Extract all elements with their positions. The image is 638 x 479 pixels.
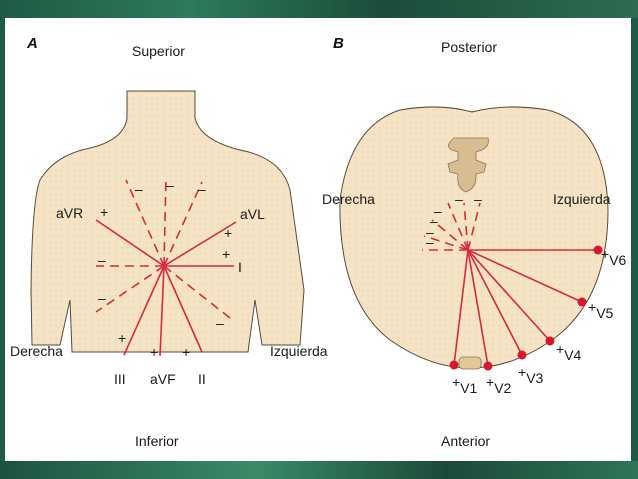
electrode-v5 [577,297,587,307]
minus-sign: – [434,203,442,219]
lead-label-v2: +V2 [486,374,512,396]
minus-sign: – [98,290,106,306]
electrode-v6 [593,245,603,255]
lead-label-iii: III [114,371,126,387]
plus-sign: + [222,246,230,262]
panel-a-right-label: Izquierda [270,343,328,359]
lead-line-ii-neg [125,179,165,267]
plus-sign: + [100,204,108,220]
lead-label-i: I [238,259,242,275]
panel-b-letter: B [333,35,344,52]
lead-line-v5-neg [423,235,469,251]
lead-line-avr [95,219,165,267]
minus-sign: – [430,213,438,229]
lead-label-ii: II [198,371,206,387]
lead-line-v1 [453,249,469,366]
lead-line-v4-neg [431,219,469,251]
lead-line-iii-neg [163,181,203,267]
panel-a-top-label: Superior [132,43,185,59]
electrode-v1 [449,360,459,370]
minus-sign: – [166,177,174,193]
minus-sign: – [216,315,224,331]
minus-sign: – [474,191,482,207]
lead-line-v3-neg [447,202,469,251]
lead-label-v1: +V1 [452,374,478,396]
minus-sign: – [135,181,143,197]
lead-label-avr: aVR [56,205,83,221]
lead-line-iii [123,265,165,356]
panel-a-left-label: Derecha [10,343,63,359]
precordial-electrodes [449,245,603,371]
plus-sign: + [224,225,232,241]
lead-label-v3: +V3 [518,364,544,386]
lead-line-v2-neg [463,202,469,251]
lead-label-v4: +V4 [556,341,582,363]
minus-sign: – [426,234,434,250]
slide-bottom-border [0,461,638,479]
lead-line-v5 [467,249,583,303]
minus-sign: – [426,224,434,240]
lead-line-v2 [467,249,489,367]
lead-line-v4 [467,249,551,342]
lead-line-ii [163,265,203,353]
electrode-v4 [545,336,555,346]
lead-line-avf [159,265,165,357]
lead-line-avl [163,221,237,267]
lead-label-v6: +V6 [601,246,627,268]
torso-silhouette [30,90,305,353]
panel-a-bottom-label: Inferior [135,433,179,449]
lead-line-avl-neg [95,265,165,313]
frontal-lead-lines [95,175,237,357]
heart-center-point [161,262,168,269]
electrode-v2 [483,361,493,371]
minus-sign: – [455,191,463,207]
precordial-labels: +V1 +V2 +V3 +V4 +V5 +V6 [452,246,627,396]
panel-b-bottom-label: Anterior [441,433,490,449]
plus-sign: + [150,344,158,360]
lead-label-avl: aVL [240,206,265,222]
slide-top-border [0,0,638,18]
electrode-v3 [517,350,527,360]
sternum [458,356,482,370]
lead-line-v1-neg [467,202,481,251]
precordial-lead-lines [422,202,598,367]
panel-b-top-label: Posterior [441,39,497,55]
panel-a-letter: A [26,35,38,52]
plus-sign: + [182,344,190,360]
spine-vertebra [447,137,489,193]
panel-b-left-label: Derecha [322,191,375,207]
lead-label-v5: +V5 [588,299,614,321]
frontal-polarity-signs: + + + + + + – – – – – – [98,177,232,360]
panel-b-right-label: Izquierda [553,191,611,207]
lead-line-avf-neg [163,175,167,267]
lead-label-avf: aVF [150,371,176,387]
horizontal-polarity-signs: – – – – – – [426,191,482,250]
lead-line-v3 [467,249,523,356]
slide-right-border [631,18,638,461]
minus-sign: – [98,252,106,268]
minus-sign: – [198,181,206,197]
slide-left-border [0,18,5,461]
plus-sign: + [118,330,126,346]
